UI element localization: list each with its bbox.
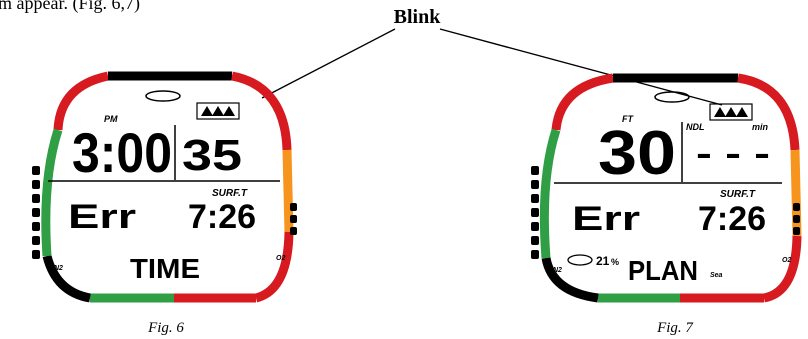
n2-label: N2 <box>553 267 562 274</box>
n2-bar-graph <box>531 166 539 259</box>
bezel-red-upper-left <box>551 73 614 131</box>
bezel-red-lower-right <box>762 235 802 303</box>
ndl-unit-label: min <box>752 122 769 132</box>
bezel-red-upper-right <box>231 71 292 151</box>
figure-caption: Fig. 7 <box>656 320 694 336</box>
o2-label: O2 <box>276 255 285 262</box>
surf-t-label: SURF.T <box>212 188 248 199</box>
surface-time-readout: 7:26 <box>698 200 766 238</box>
seconds-readout: 35 <box>182 131 242 180</box>
percent-sign: % <box>611 257 619 267</box>
o2-bar-graph <box>290 203 297 235</box>
bezel-black-lower-left <box>42 254 91 303</box>
time-readout: 3:00 <box>72 121 172 184</box>
bezel-red-upper-right <box>737 73 800 151</box>
mode-readout: PLAN <box>628 255 698 286</box>
bezel-orange-right <box>790 149 802 237</box>
water-type-label: Sea <box>710 272 723 279</box>
bezel-red-upper-left <box>53 71 110 131</box>
bezel-red-lower-right <box>254 231 294 303</box>
intro-text: m appear. (Fig. 6,7) <box>0 0 140 14</box>
ascent-triangles-icon <box>201 106 235 116</box>
n2-label: N2 <box>54 265 63 272</box>
blink-triangles-box <box>709 103 753 121</box>
n2-bar-graph <box>32 166 40 259</box>
ndl-readout: - - - <box>696 135 770 173</box>
blink-label: Blink <box>394 6 442 28</box>
surface-time-readout: 7:26 <box>188 198 256 236</box>
bezel-green-left <box>539 128 561 259</box>
surf-t-label: SURF.T <box>720 189 756 200</box>
nitrox-logo-icon <box>654 91 690 103</box>
o2-label: O2 <box>782 257 791 264</box>
blink-pointer-left <box>261 28 396 99</box>
error-readout: Err <box>68 198 136 236</box>
blink-triangles-box <box>196 102 240 120</box>
o2-percent-readout: 21 <box>596 254 610 268</box>
bezel-black-lower-left <box>541 256 599 303</box>
nitrox-logo-icon <box>145 90 181 102</box>
dive-computer-fig6: PM 3:00 35 SURF.T Err 7:26 TIME N2 O2 Fi… <box>32 71 297 336</box>
depth-readout: 30 <box>598 119 676 188</box>
bezel-orange-right <box>282 149 294 233</box>
ndl-label: NDL <box>686 122 705 132</box>
bezel-green-left <box>41 128 63 257</box>
error-readout: Err <box>572 200 640 238</box>
ascent-triangles-icon <box>714 107 748 117</box>
nitrox-badge-icon <box>567 254 593 266</box>
ampm-label: PM <box>104 114 118 124</box>
mode-readout: TIME <box>130 253 200 284</box>
o2-bar-graph <box>793 203 800 235</box>
depth-unit-label: FT <box>622 114 634 124</box>
dive-computer-fig7: FT 30 NDL min - - - SURF.T Err 7:26 21 %… <box>531 73 802 336</box>
figure-caption: Fig. 6 <box>147 320 184 336</box>
